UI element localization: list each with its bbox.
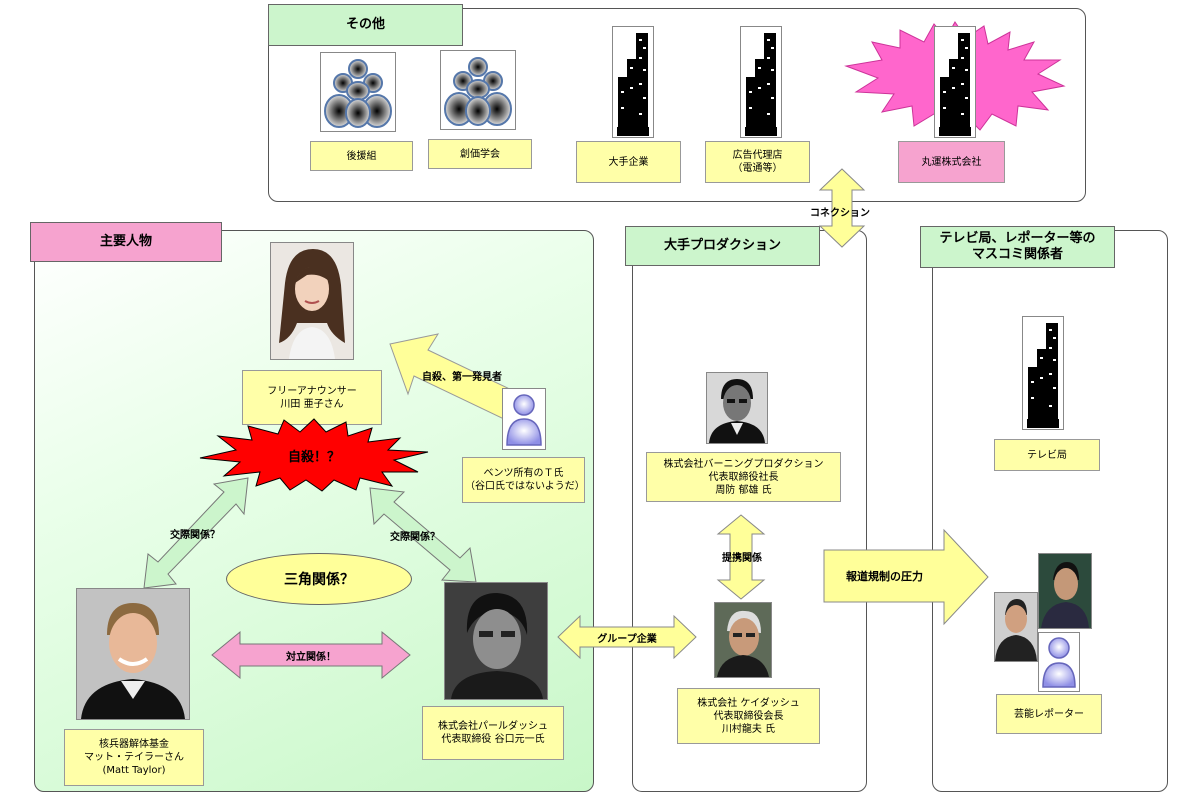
label-kokoku: 広告代理店 （電通等） — [705, 141, 810, 183]
person-icon — [502, 388, 546, 450]
label-burning: 株式会社バーニングプロダクション 代表取締役社長 周防 郁雄 氏 — [646, 452, 841, 502]
label-keidash: 株式会社 ケイダッシュ 代表取締役会長 川村龍夫 氏 — [677, 688, 820, 744]
reporter-photo — [1038, 553, 1092, 629]
building-icon — [612, 26, 654, 138]
pressure-arrow — [822, 528, 990, 626]
reporter-photo — [994, 592, 1038, 662]
building-icon — [1022, 316, 1064, 430]
building-icon — [934, 26, 976, 138]
group-company-arrow — [556, 614, 698, 660]
person-icon — [1038, 632, 1080, 692]
connection-label: コネクション — [810, 208, 870, 219]
relation-left-label: 交際関係？ — [170, 530, 220, 541]
opposition-arrow — [210, 630, 412, 680]
alliance-label: 提携関係 — [722, 553, 762, 564]
label-benz: ベンツ所有のＴ氏 （谷口氏ではないようだ） — [462, 457, 585, 503]
group-people-icon — [320, 52, 396, 132]
label-reporter: 芸能レポーター — [996, 694, 1102, 734]
kawada-photo — [270, 242, 354, 360]
panel-media-title: テレビ局、レポーター等の マスコミ関係者 — [920, 226, 1115, 268]
alliance-arrow — [716, 514, 766, 600]
label-kawada: フリーアナウンサー 川田 亜子さん — [242, 370, 382, 425]
opposition-label: 対立関係！ — [286, 651, 336, 663]
taylor-photo — [76, 588, 190, 720]
group-people-icon — [440, 50, 516, 130]
suicide-label: 自殺！？ — [287, 449, 340, 465]
pressure-label: 報道規制の圧力 — [846, 570, 923, 583]
label-maruun: 丸運株式会社 — [898, 141, 1005, 183]
panel-other-title: その他 — [268, 4, 463, 46]
building-icon — [740, 26, 782, 138]
label-ote-kigyo: 大手企業 — [576, 141, 681, 183]
panel-production-title: 大手プロダクション — [625, 226, 820, 266]
label-taylor: 核兵器解体基金 マット・テイラーさん (Matt Taylor) — [64, 729, 204, 786]
triangle-ellipse: 三角関係？ — [226, 553, 412, 605]
red-burst-shape — [196, 418, 432, 492]
taniguchi-photo — [444, 582, 548, 700]
label-koenkai: 後援組 — [310, 141, 413, 171]
label-taniguchi: 株式会社パールダッシュ 代表取締役 谷口元一氏 — [422, 706, 564, 760]
discoverer-label: 自殺、第一発見者 — [422, 372, 502, 383]
label-soka: 創価学会 — [428, 139, 532, 169]
suo-photo — [706, 372, 768, 444]
relation-right-label: 交際関係？ — [390, 532, 440, 543]
group-company-label: グループ企業 — [597, 633, 657, 645]
label-tv-station: テレビ局 — [994, 439, 1100, 471]
panel-other — [268, 8, 1086, 202]
kawamura-photo — [714, 602, 772, 678]
panel-main-title: 主要人物 — [30, 222, 222, 262]
connection-arrow — [818, 168, 866, 248]
